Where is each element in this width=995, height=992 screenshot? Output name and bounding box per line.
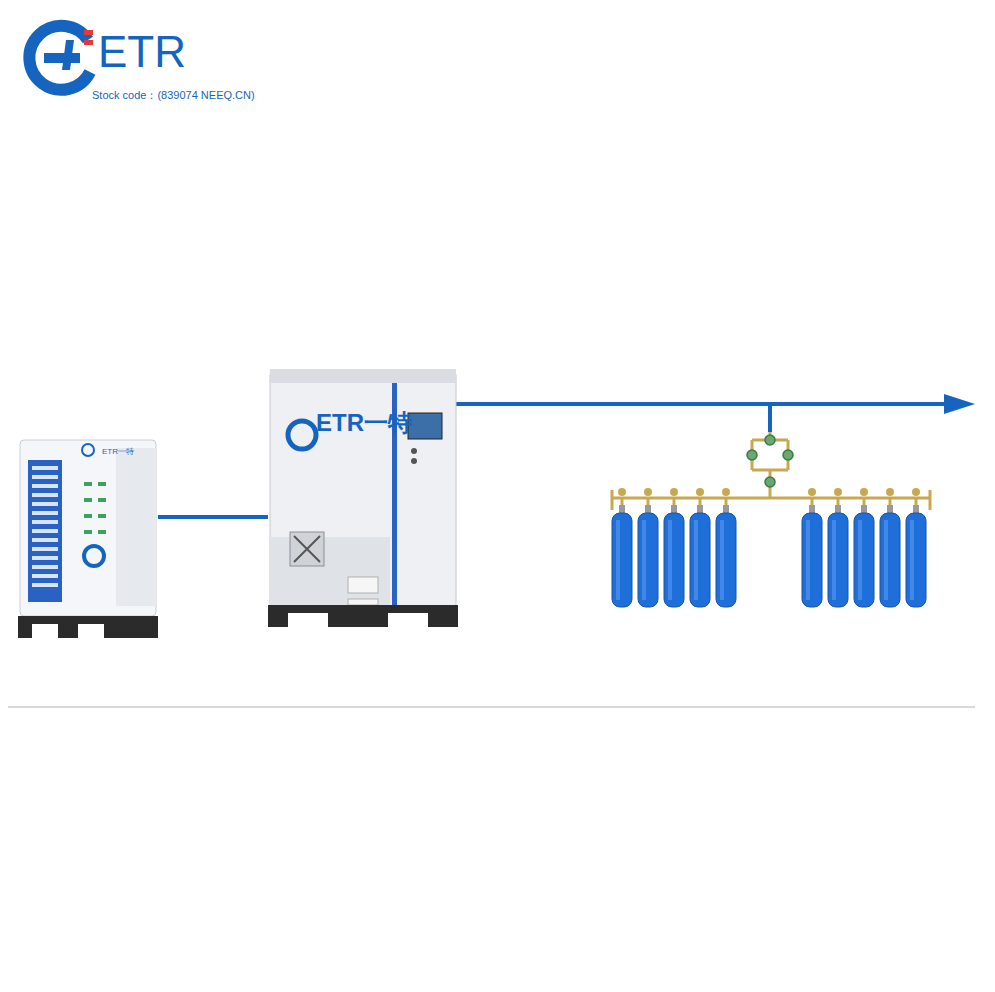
booster-compressor: ETR一特: [268, 367, 458, 627]
nitrogen-generator: ETR一特: [18, 436, 158, 638]
logo-mark: [29, 26, 93, 90]
machine-body: [18, 436, 158, 638]
ground-line: [8, 706, 975, 708]
brand-name: ETR: [98, 30, 186, 74]
machine-body: [268, 367, 458, 627]
gas-cylinders: [612, 488, 926, 607]
gas-outlet-arrow: [455, 394, 975, 432]
stock-code: Stock code：(839074 NEEQ.CN): [92, 90, 255, 101]
machine-brand-text: ETR一特: [102, 446, 134, 457]
gas-pipe: [158, 517, 268, 518]
filling-manifold: [612, 432, 930, 510]
machine-brand-text: ETR一特: [316, 407, 412, 439]
